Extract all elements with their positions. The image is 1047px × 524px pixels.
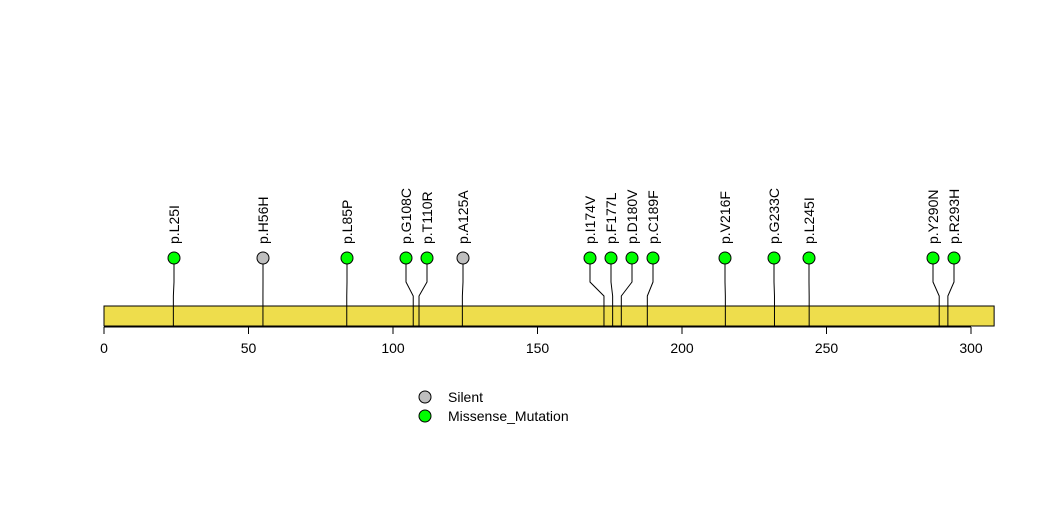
- mutation-label: p.L25I: [166, 205, 182, 244]
- mutation-label: p.H56H: [255, 197, 271, 244]
- mutation-label: p.L245I: [801, 197, 817, 244]
- mutation-label: p.G108C: [398, 188, 414, 244]
- mutation-head: [420, 251, 434, 265]
- mutation-label: p.G233C: [766, 188, 782, 244]
- legend-swatch: [418, 390, 432, 404]
- mutation-head: [456, 251, 470, 265]
- mutation-head: [340, 251, 354, 265]
- mutation-head: [947, 251, 961, 265]
- mutation-label: p.L85P: [339, 200, 355, 244]
- mutation-head: [926, 251, 940, 265]
- mutation-stem: [418, 258, 428, 326]
- mutation-stem: [405, 258, 414, 326]
- mutation-label: p.I174V: [582, 195, 598, 244]
- mutation-label: p.V216F: [717, 191, 733, 244]
- mutation-stem: [589, 258, 605, 326]
- mutation-label: p.D180V: [624, 189, 640, 244]
- x-tick-label: 200: [670, 340, 694, 356]
- x-tick-label: 50: [241, 340, 257, 356]
- mutation-stem: [172, 258, 175, 326]
- mutation-head: [767, 251, 781, 265]
- legend-label: Silent: [448, 389, 483, 405]
- legend-swatch: [418, 409, 432, 423]
- protein-bar: [103, 305, 995, 327]
- mutation-head: [718, 251, 732, 265]
- mutation-label: p.C189F: [645, 190, 661, 244]
- mutation-label: p.T110R: [419, 191, 435, 244]
- x-tick-label: 0: [100, 340, 108, 356]
- mutation-stem: [620, 258, 633, 326]
- mutation-head: [802, 251, 816, 265]
- mutation-label: p.R293H: [946, 189, 962, 244]
- x-tick-label: 150: [526, 340, 550, 356]
- x-tick-label: 100: [381, 340, 405, 356]
- mutation-stem: [610, 258, 614, 326]
- x-tick-label: 300: [959, 340, 983, 356]
- mutation-head: [604, 251, 618, 265]
- legend-label: Missense_Mutation: [448, 408, 569, 424]
- mutation-stem: [947, 258, 955, 326]
- mutation-stem: [461, 258, 464, 326]
- mutation-label: p.F177L: [603, 192, 619, 244]
- mutation-head: [167, 251, 181, 265]
- mutation-head: [646, 251, 660, 265]
- mutation-head: [583, 251, 597, 265]
- x-tick-label: 250: [815, 340, 839, 356]
- mutation-stem: [932, 258, 940, 326]
- mutation-stem: [646, 258, 654, 326]
- mutation-head: [625, 251, 639, 265]
- mutation-label: p.A125A: [455, 190, 471, 244]
- mutation-label: p.Y290N: [925, 190, 941, 244]
- mutation-head: [399, 251, 413, 265]
- mutation-head: [256, 251, 270, 265]
